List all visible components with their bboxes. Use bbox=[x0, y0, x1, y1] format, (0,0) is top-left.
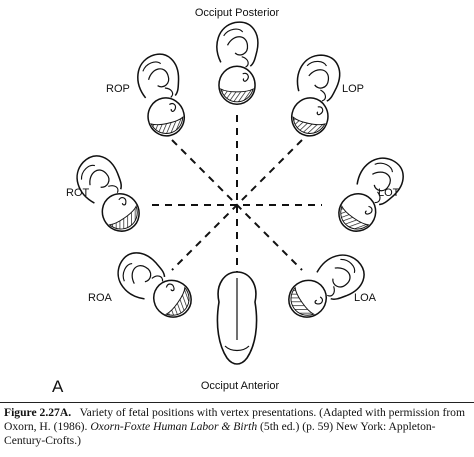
label-lot: LOT bbox=[378, 187, 400, 199]
caption-text-2: (5th ed.) (p. 59) New York: Appleton-Cen… bbox=[4, 420, 436, 447]
fetus-figure-rop bbox=[132, 50, 192, 141]
panel-letter: A bbox=[52, 377, 64, 396]
fetus-figure-lop bbox=[285, 50, 345, 141]
label-loa: LOA bbox=[354, 292, 377, 304]
fetus-figure-op bbox=[216, 21, 259, 105]
label-lop: LOP bbox=[342, 83, 365, 95]
fetus-figure-roa bbox=[108, 244, 201, 327]
label-roa: ROA bbox=[88, 292, 112, 304]
label-occiput-posterior: Occiput Posterior bbox=[194, 7, 280, 19]
caption-label: Figure 2.27A. bbox=[4, 406, 72, 419]
caption-book-title: Oxorn-Foxte Human Labor & Birth bbox=[90, 420, 258, 433]
fetus-figure-loa bbox=[279, 245, 372, 328]
axis-diagonal-2 bbox=[171, 139, 303, 271]
caption-divider bbox=[0, 402, 474, 403]
label-rop: ROP bbox=[106, 83, 130, 95]
figure-caption: Figure 2.27A. Variety of fetal positions… bbox=[4, 406, 470, 448]
fetus-figure-oa bbox=[216, 271, 258, 365]
diagram-canvas bbox=[67, 21, 412, 365]
label-occiput-anterior: Occiput Anterior bbox=[200, 380, 280, 392]
axis-lines bbox=[152, 115, 322, 295]
label-rot: ROT bbox=[66, 187, 90, 199]
caption-text-1: Variety of fetal positions with vertex p… bbox=[4, 406, 466, 433]
